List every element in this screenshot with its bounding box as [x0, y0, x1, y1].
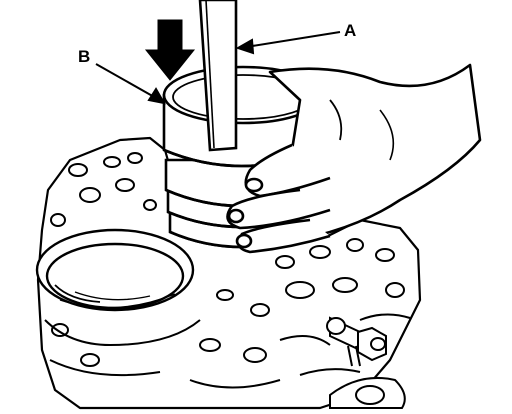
- leader-line-b: [95, 63, 157, 99]
- block-casting-bottom: [329, 376, 406, 409]
- hammer-handle: [198, 0, 238, 152]
- label-b: B: [78, 47, 90, 66]
- down-arrow-icon: [144, 19, 196, 81]
- block-bolt: [326, 316, 387, 367]
- leader-arrow-a: [235, 38, 255, 55]
- leader-line-a: [245, 31, 341, 48]
- leader-arrow-b: [147, 87, 166, 105]
- leader-lines: [95, 31, 341, 105]
- block-side-detail: [44, 313, 411, 389]
- cylinder-bore-open: [35, 228, 195, 312]
- hand: [226, 63, 482, 254]
- block-top-holes: [50, 152, 405, 367]
- label-a: A: [344, 21, 356, 40]
